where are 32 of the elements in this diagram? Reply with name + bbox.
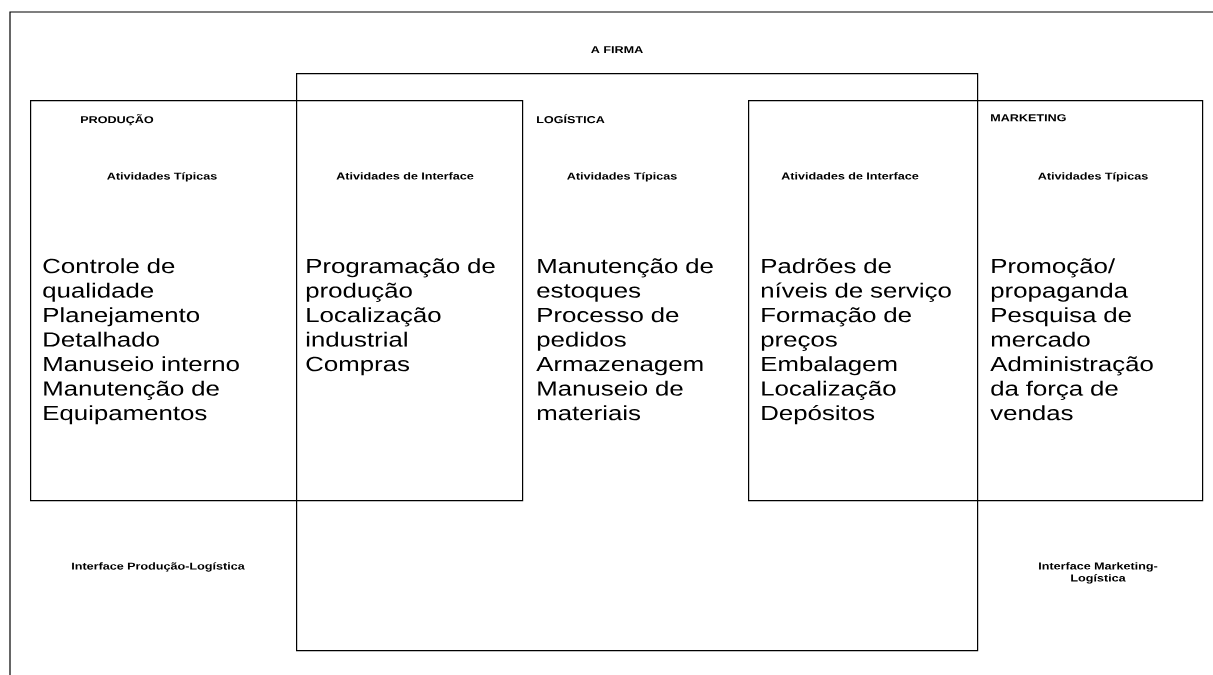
section-heading: PRODUÇÃO <box>81 114 154 126</box>
node-label: Manutenção de estoques <box>537 258 713 302</box>
label: Embalagem <box>762 356 897 376</box>
activity-list: Programação de produção Localização industrial Compras <box>306 258 495 376</box>
label: Depósitos <box>762 404 875 425</box>
column-heading: Atividades Típicas <box>567 172 677 182</box>
label: Formação de preços <box>761 307 911 351</box>
column-heading: Atividades Típicas <box>107 172 217 182</box>
label: Padrões de níveis de serviço <box>761 258 951 302</box>
node-label: Manuseio de materiais <box>537 380 683 421</box>
activity-list: Promoção/ propaganda Pesquisa de mercado Administração da força de vendas <box>990 258 1153 421</box>
section-heading: MARKETING <box>991 114 1066 122</box>
column-heading: Atividades de Interface <box>336 172 474 180</box>
label: Localização <box>762 380 896 400</box>
function-box <box>296 73 979 652</box>
interface-label: Interface Marketing-Logística <box>1039 562 1158 584</box>
node-label: Manuseio interno <box>44 356 239 372</box>
activity-list: Padrões de níveis de serviço Formação de preços Embalagem Localização Depósitos <box>761 258 951 425</box>
interface-label: Interface Produção-Logística <box>72 562 245 572</box>
node-label: Manutenção de Equipamentos <box>44 380 219 425</box>
node-label: Controle de qualidade <box>43 258 175 302</box>
node-label: Armazenagem <box>536 356 703 376</box>
activity-list: Manutenção de estoques Processo de pedidos Armazenagem Manuseio de materiais <box>536 258 713 421</box>
function-box <box>748 100 1204 502</box>
activity-list: Controle de qualidade Planejamento Detalhado Manuseio interno Manutenção de Equipamentos <box>43 258 239 425</box>
column-heading: Atividades de Interface <box>781 172 919 180</box>
node-label: Planejamento Detalhado <box>44 307 200 347</box>
section-heading: LOGÍSTICA <box>537 114 605 124</box>
node-label: Processo de pedidos <box>537 307 679 351</box>
function-box <box>30 100 524 502</box>
column-heading: Atividades Típicas <box>1038 172 1148 182</box>
title: A FIRMA <box>591 46 643 54</box>
